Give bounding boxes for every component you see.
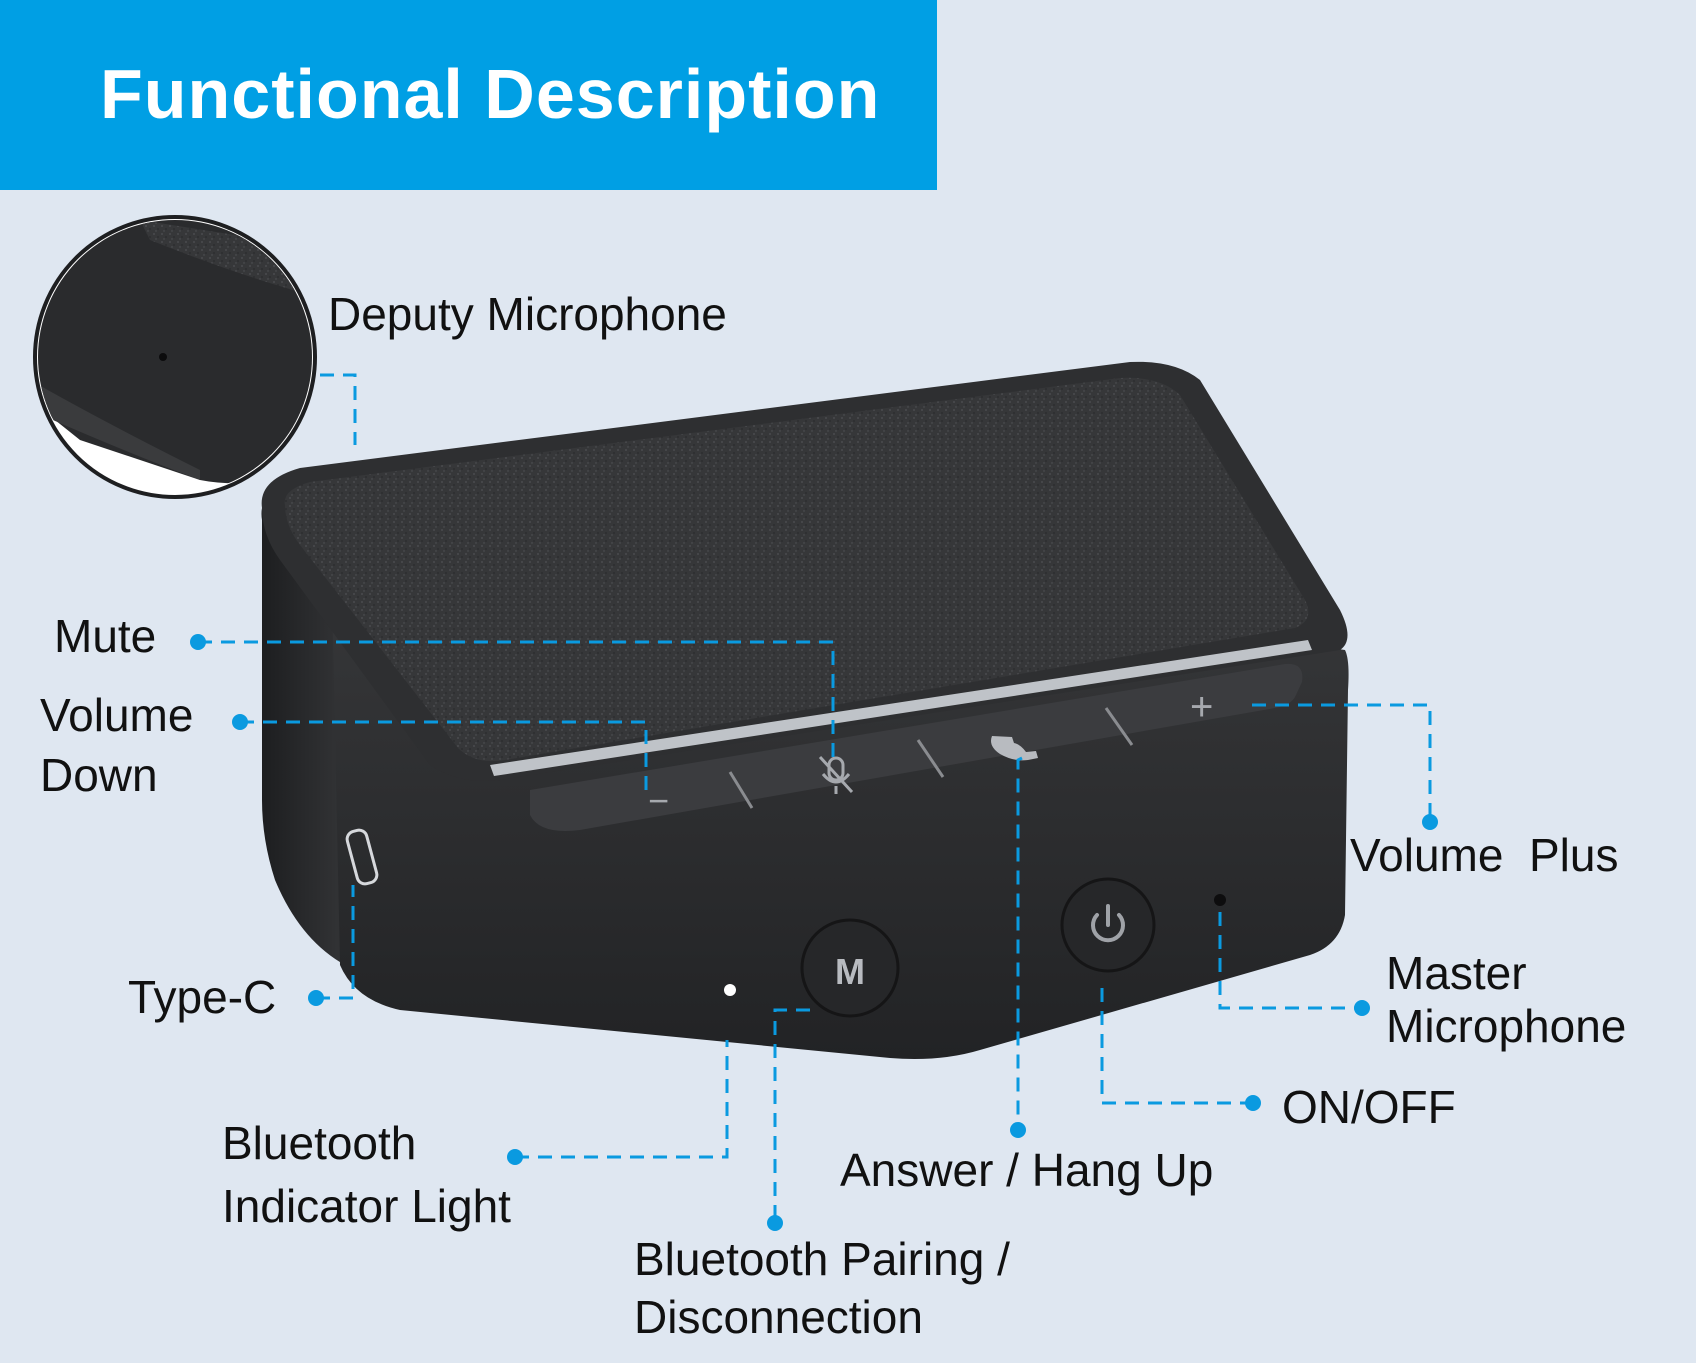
m-button-glyph: M <box>835 951 865 992</box>
leader-lines <box>198 373 1432 1223</box>
title-banner: Functional Description <box>0 0 937 190</box>
leader-answer-hang-up <box>1016 756 1023 1128</box>
phone-icon <box>991 736 1038 761</box>
fabric-top <box>284 377 1309 762</box>
label-bluetooth-pairing-2: Disconnection <box>634 1291 923 1343</box>
label-mute: Mute <box>54 610 157 662</box>
master-microphone-hole <box>1214 894 1226 906</box>
panel-separator <box>916 739 945 778</box>
m-button[interactable] <box>800 918 900 1018</box>
silver-strip <box>490 640 1312 776</box>
leader-on-off <box>1100 988 1253 1105</box>
label-volume-plus: Volume Plus <box>1350 829 1619 881</box>
leader-volume-plus <box>1252 703 1432 822</box>
label-answer-hang-up: Answer / Hang Up <box>840 1144 1214 1196</box>
dot-volume-plus <box>1422 814 1438 830</box>
leader-deputy-microphone <box>320 373 357 445</box>
power-icon <box>1091 904 1125 943</box>
label-bluetooth-indicator-1: Bluetooth <box>222 1117 417 1169</box>
label-volume-down-2: Down <box>40 749 158 801</box>
leader-master-microphone <box>1218 912 1362 1010</box>
label-bluetooth-pairing-1: Bluetooth Pairing / <box>634 1233 1010 1285</box>
label-type-c: Type-C <box>128 971 277 1023</box>
dot-mute <box>190 634 206 650</box>
label-bluetooth-indicator-2: Indicator Light <box>222 1180 511 1232</box>
deputy-microphone-inset <box>33 215 317 499</box>
dot-volume-down <box>232 714 248 730</box>
type-c-port <box>345 828 379 886</box>
label-deputy-microphone: Deputy Microphone <box>328 288 727 340</box>
label-master-microphone-2: Microphone <box>1386 1000 1627 1052</box>
deputy-microphone-hole <box>159 353 167 361</box>
plus-glyph: + <box>1190 685 1213 729</box>
dot-bluetooth-pairing <box>767 1215 783 1231</box>
leader-bluetooth-pairing <box>773 1008 810 1223</box>
minus-glyph: − <box>648 780 669 821</box>
leader-mute <box>198 640 835 762</box>
leader-bluetooth-indicator <box>515 1040 729 1159</box>
dot-type-c <box>308 990 324 1006</box>
dot-bluetooth-indicator <box>507 1149 523 1165</box>
bluetooth-indicator-light <box>724 984 736 996</box>
label-on-off: ON/OFF <box>1282 1081 1456 1133</box>
label-volume-down-1: Volume <box>40 689 194 741</box>
panel-separator <box>728 771 754 809</box>
dot-master-microphone <box>1354 1000 1370 1016</box>
mute-mic-icon <box>818 755 854 794</box>
page-title: Functional Description <box>100 55 881 133</box>
label-master-microphone-1: Master <box>1386 947 1527 999</box>
button-panel <box>530 663 1303 831</box>
panel-separator <box>1104 707 1134 746</box>
speaker-body <box>261 361 1349 1059</box>
leader-type-c <box>316 885 355 1000</box>
dot-on-off <box>1245 1095 1261 1111</box>
dot-answer-hang-up <box>1010 1122 1026 1138</box>
